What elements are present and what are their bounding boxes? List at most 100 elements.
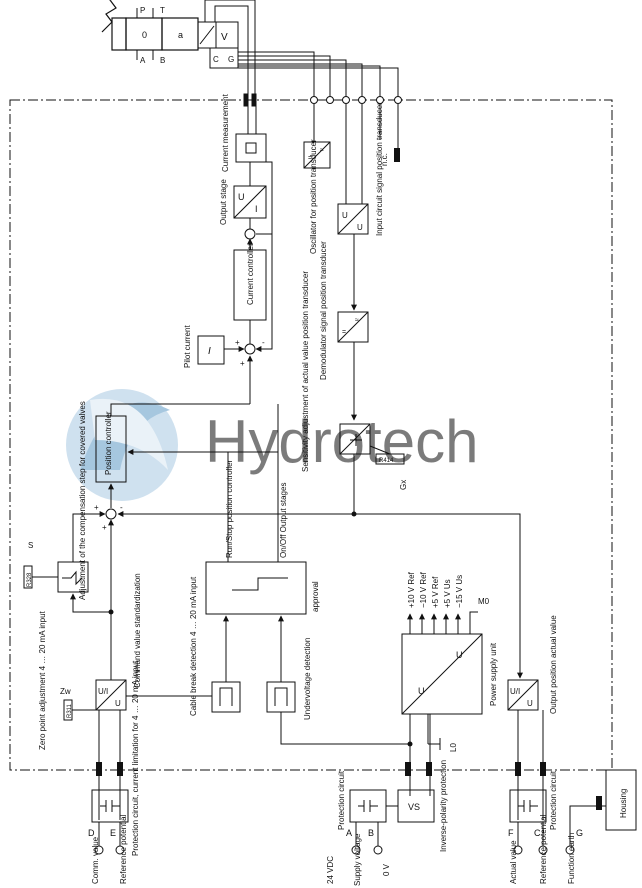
supply-minus10ref: −10 V Ref xyxy=(419,571,428,608)
osc-eq-icon: = xyxy=(308,155,312,162)
sensitivity-label: Sensitivity adjustment of actual value p… xyxy=(301,271,310,472)
s-label: S xyxy=(28,541,33,550)
sum-minus-2: - xyxy=(120,503,123,512)
v24-label: 24 VDC xyxy=(326,856,335,884)
position-controller-block: Position controller xyxy=(95,403,250,508)
summing-node-output xyxy=(244,228,256,240)
protection-label-3: Protection circuit xyxy=(549,770,558,830)
s-code: R328 xyxy=(27,572,33,587)
command-std-label: Command value standardization xyxy=(133,573,142,688)
command-u: U xyxy=(115,699,121,708)
pin-a: A xyxy=(346,828,352,838)
watermark-text: Hydrotech xyxy=(205,408,478,475)
supply-plus10ref: +10 V Ref xyxy=(407,571,416,608)
transducer-letter-c: C xyxy=(213,55,219,64)
transducer-letter-g: G xyxy=(228,55,234,64)
output-stage-i: I xyxy=(255,204,258,214)
protection-circuit-1: Protection circuit, current limitation f… xyxy=(91,660,140,856)
power-supply-label: Power supply unit xyxy=(489,642,498,706)
zw-label: Zw xyxy=(60,687,71,696)
undervoltage-block: Undervoltage detection xyxy=(266,638,410,745)
port-t: T xyxy=(160,6,165,15)
proportional-valve-symbol: 0 a P T A B V C G xyxy=(101,0,239,69)
pin-f: F xyxy=(508,828,514,838)
psu-u-in: U xyxy=(418,686,425,696)
solenoid-symbol: V xyxy=(221,32,228,43)
reference-potential-label: Reference potential xyxy=(119,814,128,884)
current-measurement-label: Current measurement xyxy=(221,93,230,172)
spool-position-0: 0 xyxy=(142,30,147,40)
output-stage-block: U I Output stage xyxy=(219,162,267,225)
protection-current-label: Protection circuit, current limitation f… xyxy=(131,660,140,856)
nc-terminals: n.c. xyxy=(379,104,400,166)
pin-b: B xyxy=(368,828,374,838)
bottom-connectors xyxy=(96,762,546,776)
pin-descriptions: Comm. value Reference potential 24 VDC S… xyxy=(91,814,576,886)
demod-ac-icon: ≈ xyxy=(355,317,359,324)
supply-plus5us: +5 V Us xyxy=(443,579,452,608)
protection-circuit-3: Protection circuit xyxy=(509,770,558,830)
protection-label-2: Protection circuit xyxy=(337,770,346,830)
demodulator-block: = ≈ Demodulator signal position transduc… xyxy=(319,241,369,421)
supply-voltage-label: Supply voltage xyxy=(353,833,362,886)
osc-ac-icon: ≈ xyxy=(320,147,324,154)
gx-label: Gx xyxy=(399,480,408,490)
position-controller-label: Position controller xyxy=(104,411,113,475)
pin-g: G xyxy=(576,828,583,838)
current-controller-label: Current controller xyxy=(246,243,255,305)
cable-break-label: Cable break detection 4 … 20 mA input xyxy=(189,576,198,716)
reference-potential-2-label: Reference potential xyxy=(539,814,548,884)
command-ui: U/I xyxy=(98,687,108,696)
approval-label: approval xyxy=(311,581,320,612)
oscillator-block: = ≈ Oscillator for position transducer xyxy=(303,104,331,254)
oscillator-label: Oscillator for position transducer xyxy=(309,139,318,254)
m0-label: M0 xyxy=(478,597,490,606)
pin-e: E xyxy=(110,828,116,838)
watermark-logo-icon xyxy=(66,389,178,501)
v0-label: 0 V xyxy=(382,863,391,876)
demod-eq-icon: = xyxy=(342,329,346,336)
psu-u-out: U xyxy=(456,650,463,660)
compensation-label: Adjustment of the compensation step for … xyxy=(78,401,87,600)
sum-plus-2: + xyxy=(240,359,245,368)
supply-minus15us: −15 V Us xyxy=(455,575,464,608)
cable-break-block: Cable break detection 4 … 20 mA input xyxy=(126,576,241,716)
gx-code: R414 xyxy=(379,458,394,464)
valve-wiring xyxy=(204,0,399,100)
input-u2: U xyxy=(357,223,363,232)
power-supply-block: U U Power supply unit +10 V Ref −10 V Re… xyxy=(401,571,498,770)
pin-c: C xyxy=(534,828,541,838)
sensitivity-block: Sensitivity adjustment of actual value p… xyxy=(301,271,408,514)
valve-connector xyxy=(243,93,402,107)
port-p: P xyxy=(140,6,145,15)
nc-label: n.c. xyxy=(380,153,389,166)
watermark: Hydrotech xyxy=(66,389,478,501)
housing-boundary xyxy=(9,99,613,771)
port-a: A xyxy=(140,56,146,65)
on-off-label: On/Off Output stages xyxy=(279,483,288,558)
compensation-block: R328 S xyxy=(23,511,106,593)
sum-minus-1: - xyxy=(262,338,265,347)
actual-u: U xyxy=(527,699,533,708)
inverse-polarity-label: Inverse-polarity protection xyxy=(439,760,448,852)
command-value-block: U/I U Command value standardization R311… xyxy=(38,519,142,750)
port-b: B xyxy=(160,56,165,65)
pin-wires xyxy=(98,822,544,846)
vs-label: VS xyxy=(408,802,420,812)
actual-value-label: Actual value xyxy=(509,840,518,884)
input-circuit-block: U U Input circuit signal position transd… xyxy=(337,102,384,311)
sum-plus-3: + xyxy=(94,503,99,512)
function-earth-label: Function earth xyxy=(567,833,576,884)
l0-label: L0 xyxy=(449,743,458,752)
approval-block: Run/Stop position controller On/Off Outp… xyxy=(205,404,320,682)
current-controller-block: Current controller xyxy=(233,238,267,321)
run-stop-label: Run/Stop position controller xyxy=(225,459,234,558)
comm-value-label: Comm. value xyxy=(91,836,100,884)
pilot-current-block: I Pilot current xyxy=(183,325,245,368)
pin-letters: D E A B F C G xyxy=(88,828,583,838)
pin-d: D xyxy=(88,828,95,838)
housing-label: Housing xyxy=(619,789,628,818)
zw-code: R311 xyxy=(67,703,73,718)
